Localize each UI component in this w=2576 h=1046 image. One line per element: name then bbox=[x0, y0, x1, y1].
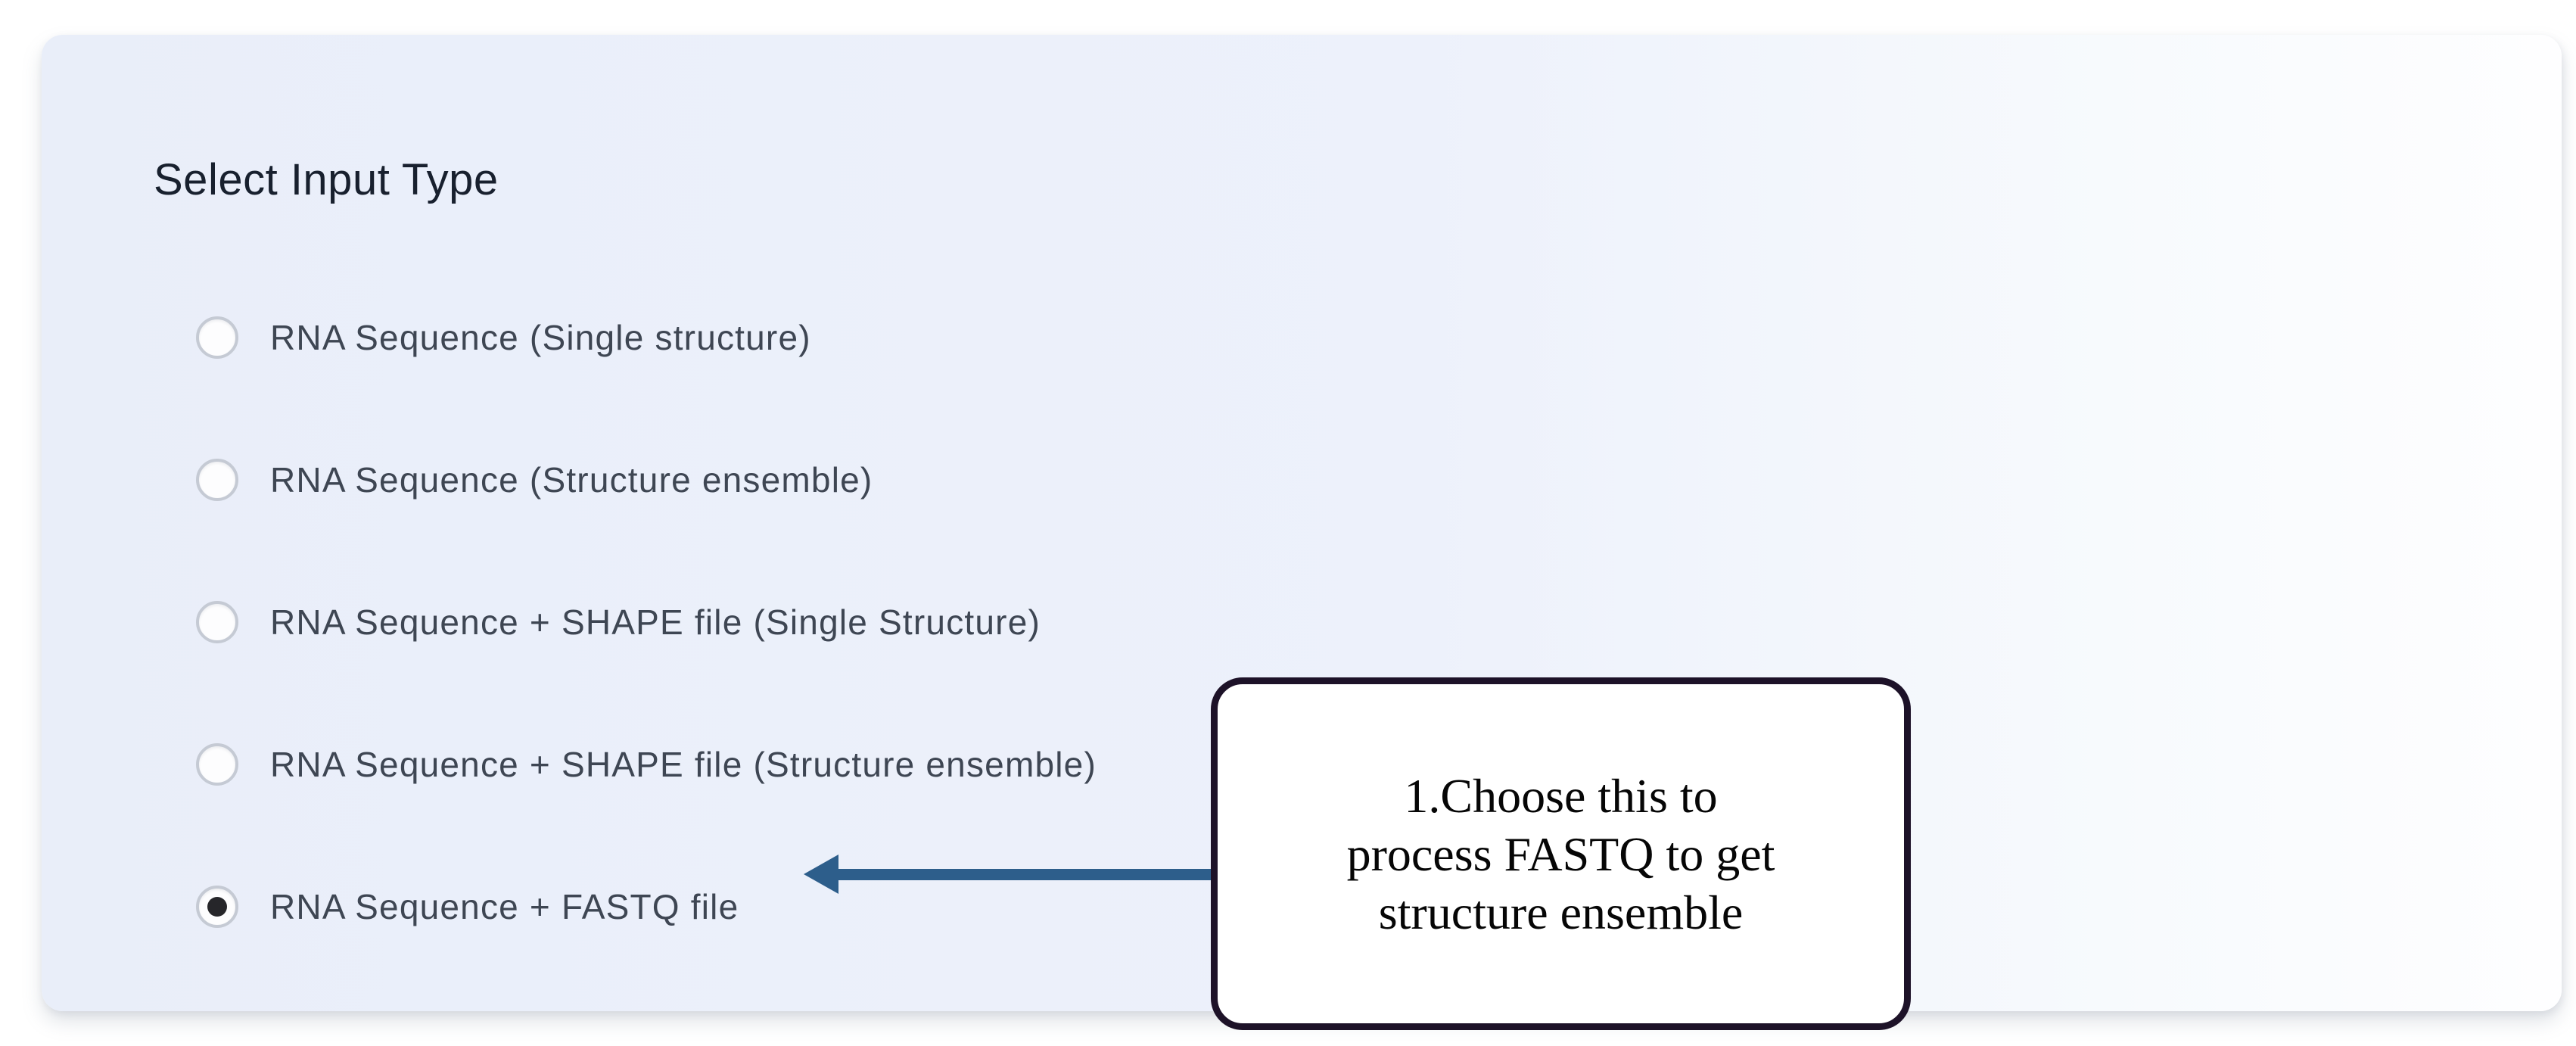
annotation-arrow-icon bbox=[804, 855, 1217, 894]
radio-button-icon[interactable] bbox=[196, 459, 238, 501]
radio-button-icon[interactable] bbox=[196, 316, 238, 359]
radio-button-icon[interactable] bbox=[196, 886, 238, 928]
callout-text-line: process FASTQ to get bbox=[1346, 827, 1775, 881]
callout-text-line: 1.Choose this to bbox=[1404, 768, 1718, 823]
radio-option-rna-sequence-single-structure[interactable]: RNA Sequence (Single structure) bbox=[196, 316, 811, 359]
radio-option-label[interactable]: RNA Sequence + SHAPE file (Single Struct… bbox=[270, 602, 1041, 642]
radio-option-label[interactable]: RNA Sequence (Single structure) bbox=[270, 318, 811, 357]
radio-option-rna-fastq-file[interactable]: RNA Sequence + FASTQ file bbox=[196, 886, 739, 928]
radio-option-rna-shape-structure-ensemble[interactable]: RNA Sequence + SHAPE file (Structure ens… bbox=[196, 743, 1097, 786]
page-title: Select Input Type bbox=[154, 155, 499, 204]
radio-dot bbox=[207, 897, 227, 917]
radio-button-icon[interactable] bbox=[196, 743, 238, 786]
radio-option-rna-shape-single-structure[interactable]: RNA Sequence + SHAPE file (Single Struct… bbox=[196, 601, 1041, 643]
radio-option-label[interactable]: RNA Sequence (Structure ensemble) bbox=[270, 460, 873, 500]
annotation-callout: 1.Choose this to process FASTQ to get st… bbox=[1211, 677, 1911, 1030]
radio-button-icon[interactable] bbox=[196, 601, 238, 643]
radio-option-label[interactable]: RNA Sequence + FASTQ file bbox=[270, 887, 739, 926]
radio-option-rna-sequence-structure-ensemble[interactable]: RNA Sequence (Structure ensemble) bbox=[196, 459, 873, 501]
callout-text-line: structure ensemble bbox=[1378, 885, 1744, 939]
arrow-shape bbox=[804, 855, 1217, 894]
radio-option-label[interactable]: RNA Sequence + SHAPE file (Structure ens… bbox=[270, 745, 1097, 784]
